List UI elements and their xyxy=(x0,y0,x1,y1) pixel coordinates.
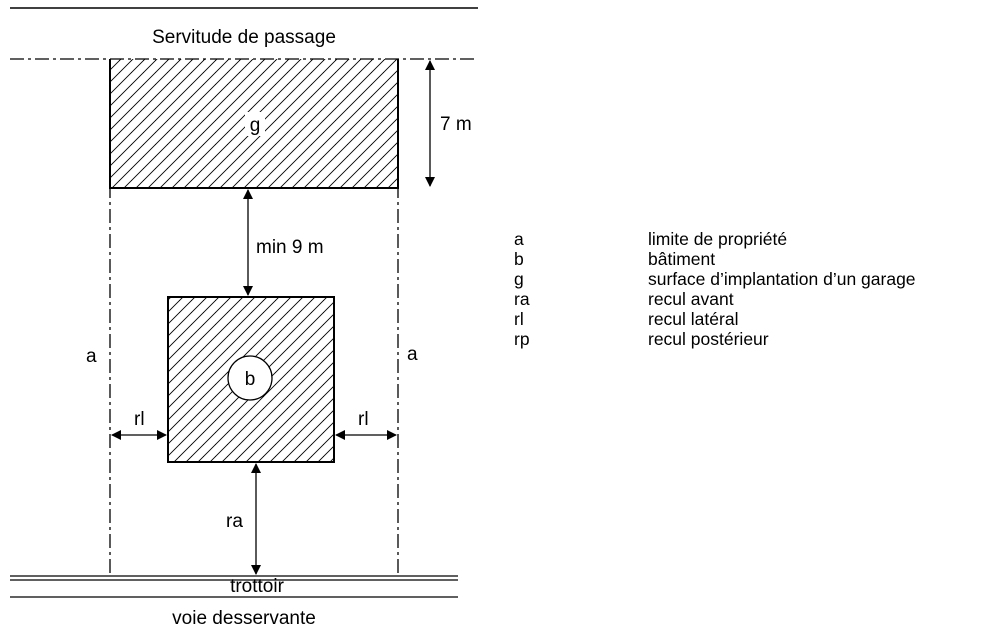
legend-row: b bâtiment xyxy=(514,249,916,269)
left-boundary-label: a xyxy=(86,346,97,367)
road-label: voie desservante xyxy=(172,608,316,629)
legend-text: limite de propriété xyxy=(648,229,788,249)
right-boundary-label: a xyxy=(407,344,418,365)
legend-text: recul postérieur xyxy=(648,329,769,349)
legend-key: b xyxy=(514,249,524,269)
legend-row: ra recul avant xyxy=(514,289,916,309)
front-setback-label: ra xyxy=(226,511,243,532)
legend-row: a limite de propriété xyxy=(514,229,916,249)
legend-text: bâtiment xyxy=(648,249,716,269)
legend-text: recul latéral xyxy=(648,309,739,329)
legend-key: a xyxy=(514,229,524,249)
legend-key: ra xyxy=(514,289,530,309)
garage-label-bg xyxy=(245,112,265,136)
legend-text: recul avant xyxy=(648,289,734,309)
legend-row: g surface d’implantation d’un garage xyxy=(514,269,916,289)
legend-key: rp xyxy=(514,329,530,349)
top-band-label: Servitude de passage xyxy=(152,27,336,48)
garage-label: g xyxy=(250,115,261,136)
legend-key: rl xyxy=(514,309,524,329)
building-label: b xyxy=(245,369,256,390)
left-setback-label: rl xyxy=(134,409,145,430)
building-label-circle xyxy=(227,355,273,401)
legend: a limite de propriété b bâtiment g surfa… xyxy=(514,229,916,349)
sidewalk-label: trottoir xyxy=(230,576,285,597)
right-setback-label: rl xyxy=(358,409,369,430)
legend-text: surface d’implantation d’un garage xyxy=(648,269,916,289)
garage-outline xyxy=(109,59,399,189)
min-distance-label: min 9 m xyxy=(256,237,324,258)
legend-key: g xyxy=(514,269,524,289)
legend-row: rp recul postérieur xyxy=(514,329,916,349)
garage-depth-label: 7 m xyxy=(440,114,472,135)
legend-row: rl recul latéral xyxy=(514,309,916,329)
